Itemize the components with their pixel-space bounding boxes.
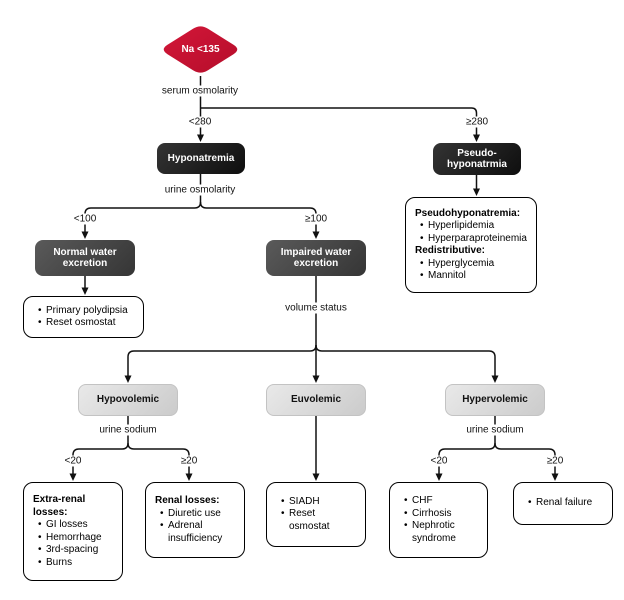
box-pseudohyponatremia-detail: Pseudohyponatremia: Hyperlipidemia Hyper… [405, 197, 537, 293]
list-item: Cirrhosis [399, 508, 478, 521]
edge-hypervolemic-to-renalfailure [494, 442, 559, 481]
edge-label-hyper-high: ≥20 [544, 455, 566, 467]
list-item: Primary polydipsia [33, 305, 134, 318]
list-header: Redistributive: [415, 245, 486, 256]
edge-label-volume-status: volume status [283, 302, 349, 314]
node-euvolemic: Euvolemic [266, 384, 366, 416]
list-header: Extra-renal losses: [33, 494, 86, 518]
edge-label-urine-sodium-right: urine sodium [464, 424, 526, 436]
edge-diamond-to-pseudo [200, 107, 480, 142]
node-normal-water-excretion: Normal water excretion [35, 240, 135, 276]
box-hypervolemic-low-sodium: CHF Cirrhosis Nephrotic syndrome [389, 482, 488, 558]
node-hyponatremia: Hyponatremia [157, 143, 245, 174]
node-pseudohyponatremia: Pseudo-hyponatrmia [433, 143, 521, 175]
box-extra-renal-losses: Extra-renal losses: GI losses Hemorrhage… [23, 482, 123, 581]
list-item: Hyperlipidemia [415, 220, 527, 233]
list-item: SIADH [276, 496, 356, 509]
list-header: Pseudohyponatremia: [415, 207, 521, 219]
box-renal-losses: Renal losses: Diuretic use Adrenal insuf… [145, 482, 245, 558]
list-item: GI losses [33, 519, 113, 532]
edge-split-to-hypervolemic [315, 344, 499, 383]
list-header: Renal losses: [155, 495, 220, 506]
start-node-label: Na <135 [181, 44, 220, 55]
list-item: Diuretic use [155, 508, 235, 521]
node-hypovolemic: Hypovolemic [78, 384, 178, 416]
list-item: Hyperparaproteinemia [415, 233, 527, 246]
edge-label-serum-low: <280 [186, 116, 214, 128]
list-item: Adrenal insufficiency [155, 520, 235, 545]
edge-label-serum-osmolarity: serum osmolarity [159, 85, 241, 97]
edge-hypovolemic-to-renallosses [127, 442, 193, 481]
list-item: Reset osmostat [276, 508, 356, 533]
list-item: Mannitol [415, 270, 527, 283]
list-item: Hemorrhage [33, 532, 113, 545]
box-hypervolemic-high-sodium: Renal failure [513, 482, 613, 525]
list-item: Hyperglycemia [415, 258, 527, 271]
list-item: Renal failure [523, 497, 603, 510]
box-euvolemic-causes: SIADH Reset osmostat [266, 482, 366, 547]
edge-label-urine-high: ≥100 [302, 213, 330, 225]
edge-hyponatremia-to-normal [81, 174, 202, 239]
edge-label-serum-high: ≥280 [463, 116, 491, 128]
list-item: Reset osmostat [33, 317, 134, 330]
edge-label-urine-osmolarity: urine osmolarity [162, 184, 238, 196]
edge-label-hypo-low: <20 [62, 455, 84, 467]
edge-label-urine-low: <100 [71, 213, 99, 225]
node-impaired-water-excretion: Impaired water excretion [266, 240, 366, 276]
edge-label-hypo-high: ≥20 [178, 455, 200, 467]
start-diamond-shape [163, 26, 238, 73]
edge-hyponatremia-to-impaired [199, 201, 320, 239]
edge-label-urine-sodium-left: urine sodium [97, 424, 159, 436]
node-hypervolemic: Hypervolemic [445, 384, 545, 416]
list-item: 3rd-spacing [33, 544, 113, 557]
box-normal-water-causes: Primary polydipsia Reset osmostat [23, 296, 144, 338]
list-item: CHF [399, 495, 478, 508]
list-item: Burns [33, 557, 113, 570]
list-item: Nephrotic syndrome [399, 520, 478, 545]
edge-split-to-hypovolemic [124, 344, 317, 383]
edge-label-hyper-low: <20 [428, 455, 450, 467]
